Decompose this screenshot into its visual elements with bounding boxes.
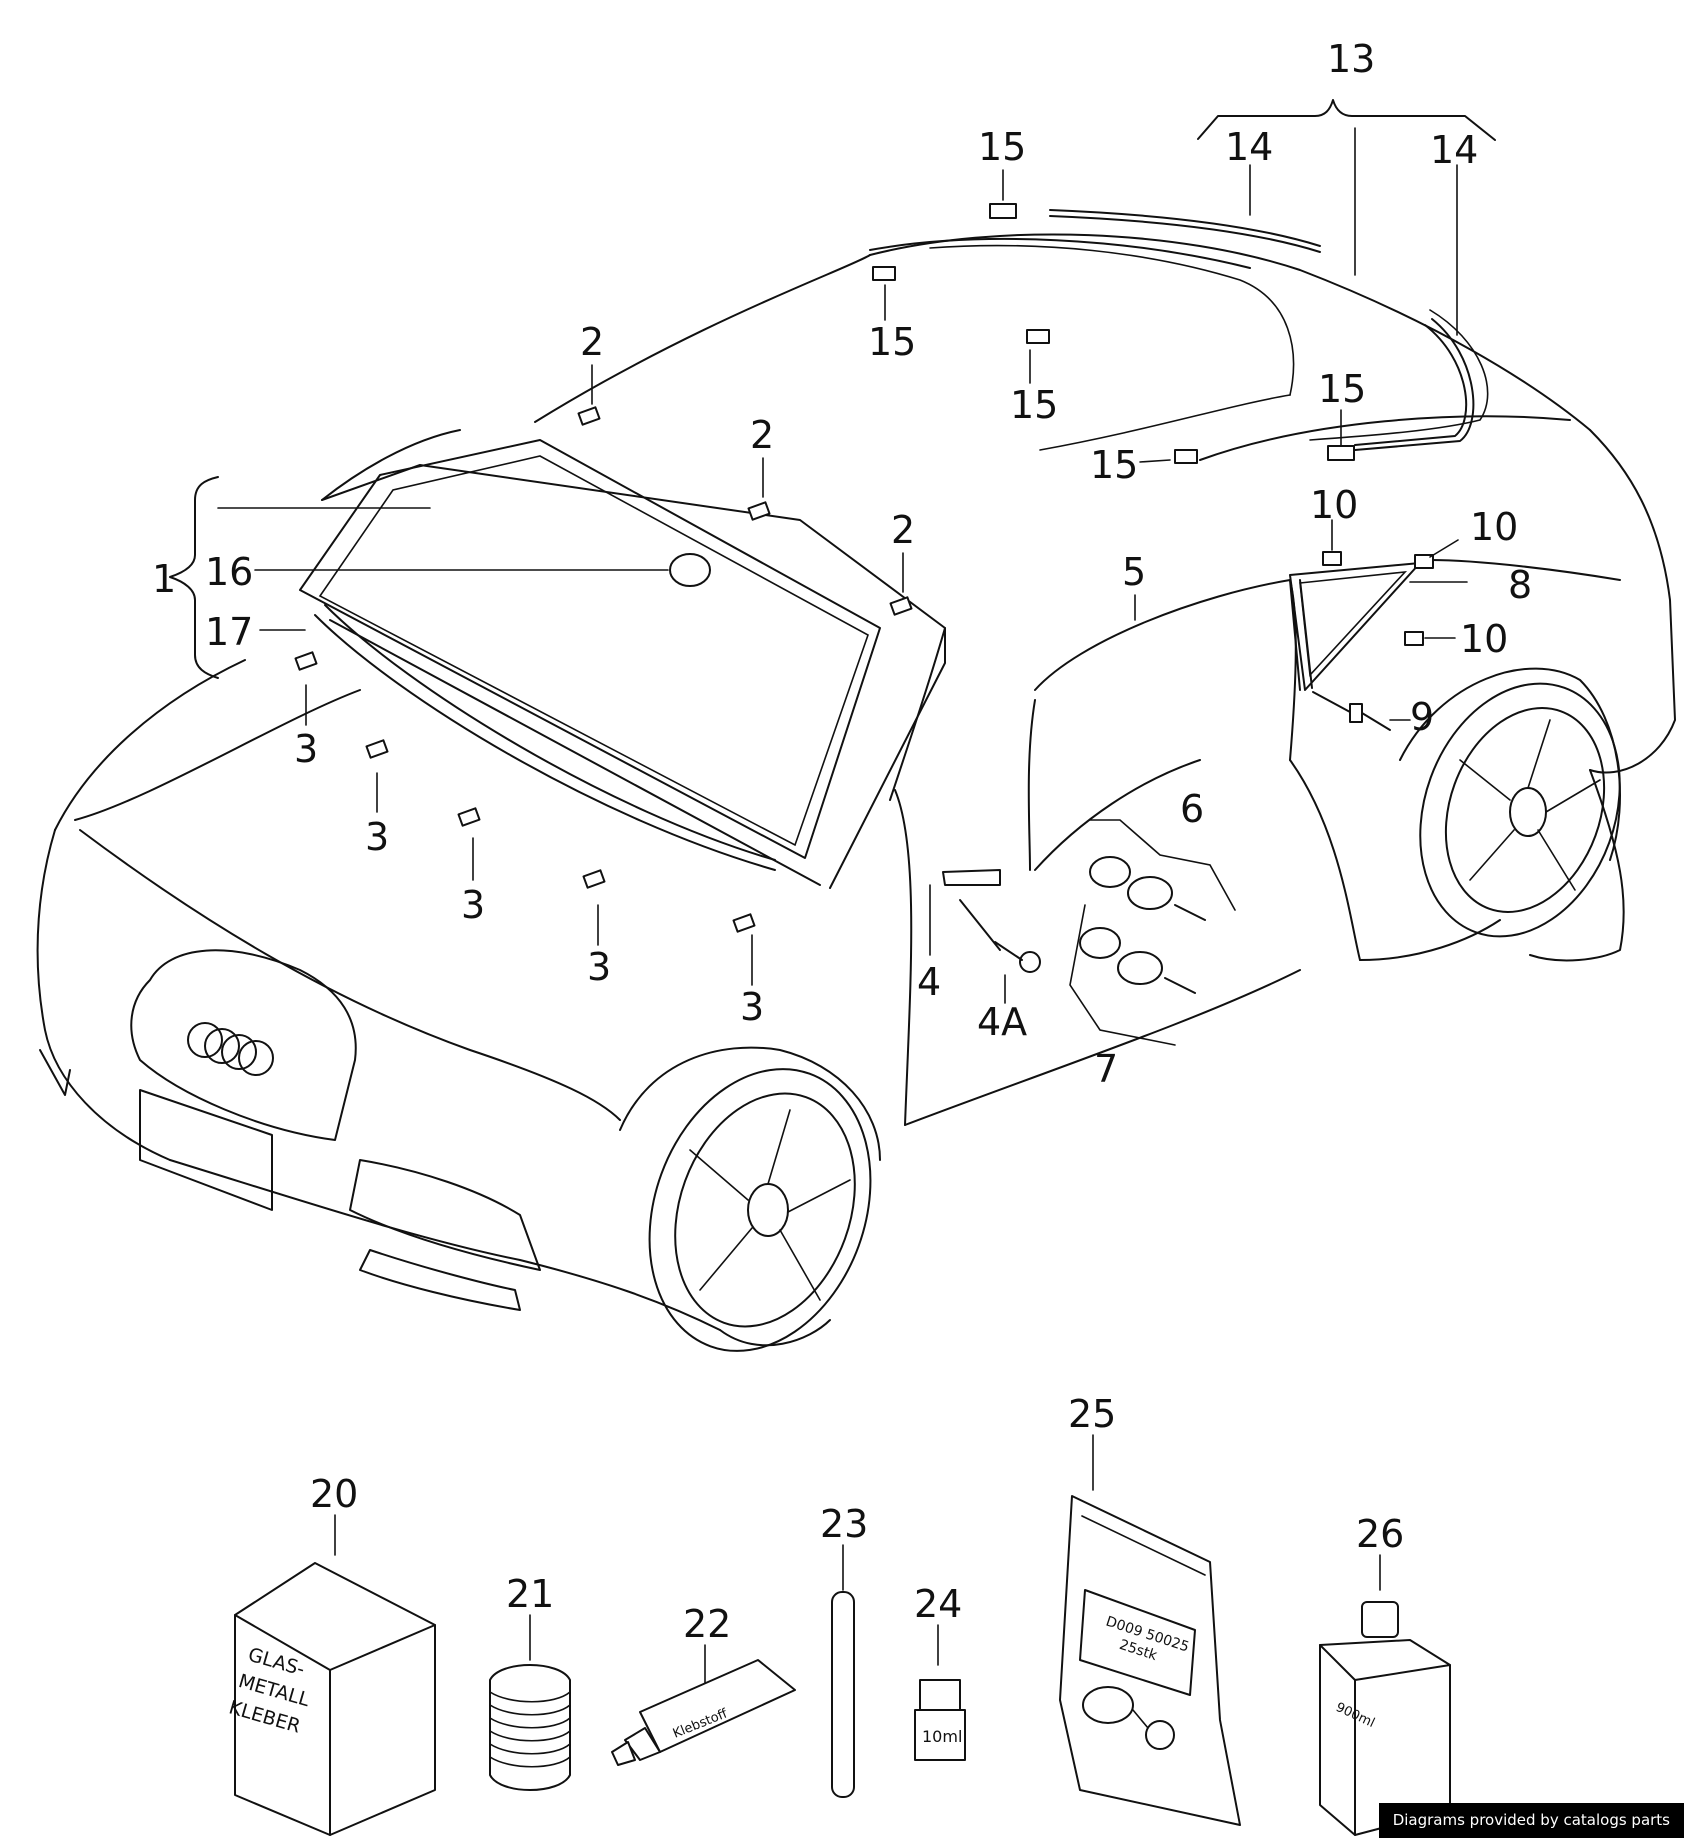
callout-15: 15 [1010,383,1058,427]
callout-14: 14 [1430,128,1478,172]
small-parts [294,203,1475,1046]
callout-2: 2 [580,320,604,364]
callout-15: 15 [1090,443,1138,487]
callout-labels: 1 16 17 2 2 2 3 3 3 3 3 4 4A 5 6 7 8 9 1… [152,37,1532,1646]
callout-9: 9 [1410,695,1434,739]
callout-15: 15 [978,125,1026,169]
callout-15: 15 [868,320,916,364]
callout-1: 1 [152,557,176,601]
callout-3: 3 [461,883,485,927]
car-body-drawing [36,233,1676,1352]
callout-20: 20 [310,1472,358,1516]
callout-17: 17 [205,610,253,654]
callout-3: 3 [740,985,764,1029]
callout-13: 13 [1327,37,1375,81]
callout-10: 10 [1470,505,1518,549]
credit-banner: Diagrams provided by catalogs parts [1378,1803,1684,1838]
callout-4a: 4A [977,1000,1027,1044]
callout-8: 8 [1508,563,1532,607]
callout-23: 23 [820,1502,868,1546]
callout-24: 24 [914,1582,962,1626]
callout-5: 5 [1122,550,1146,594]
callout-10: 10 [1460,617,1508,661]
callout-3: 3 [294,727,318,771]
callout-25: 25 [1068,1392,1116,1436]
callout-2: 2 [750,413,774,457]
callout-16: 16 [205,550,253,594]
callout-2: 2 [891,508,915,552]
callout-21: 21 [506,1572,554,1616]
callout-14: 14 [1225,125,1273,169]
vial-label: 10ml [922,1727,962,1746]
callout-10: 10 [1310,483,1358,527]
callout-15: 15 [1318,367,1366,411]
callout-26: 26 [1356,1512,1404,1556]
callout-3: 3 [365,815,389,859]
callout-7: 7 [1094,1047,1118,1091]
leader-lines [169,99,1496,1691]
callout-6: 6 [1180,787,1204,831]
accessories [234,1495,1451,1836]
callout-22: 22 [683,1602,731,1646]
callout-4: 4 [917,960,941,1004]
callout-3: 3 [587,945,611,989]
